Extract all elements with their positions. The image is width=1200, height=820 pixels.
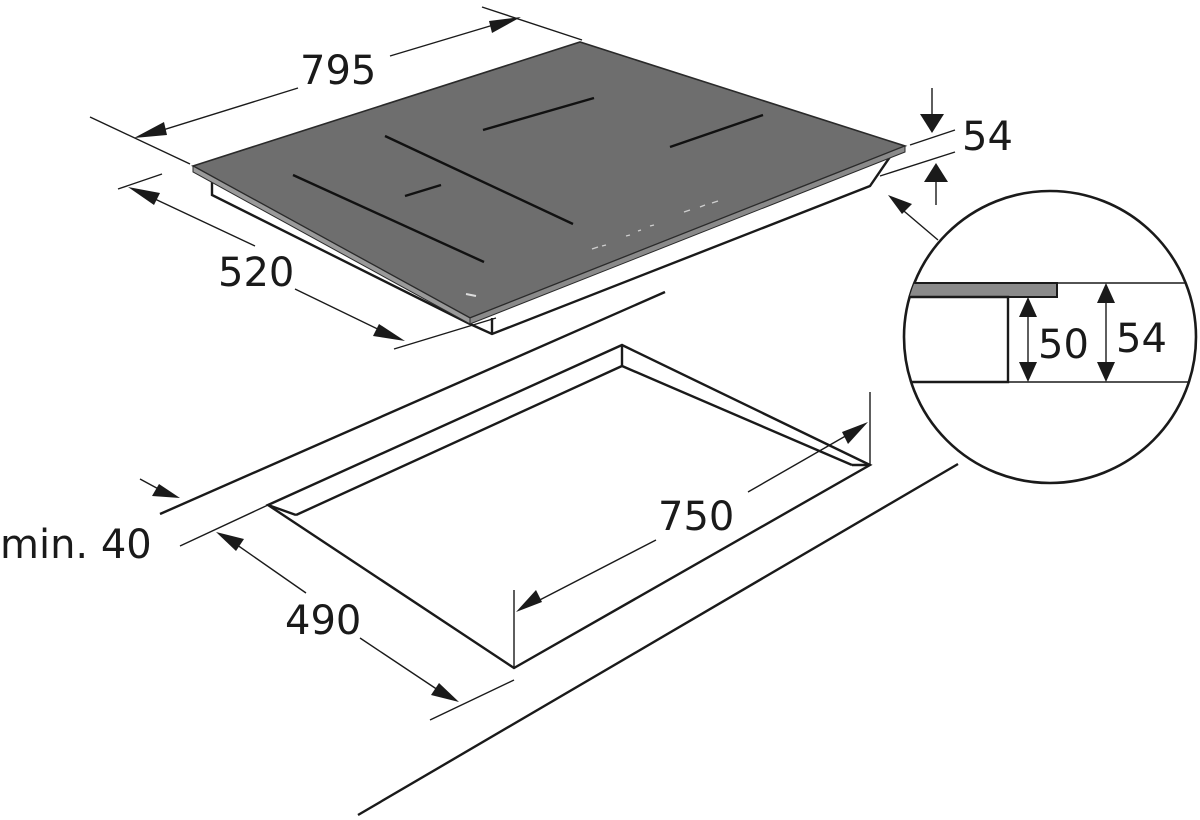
dimension-height-cooktop (879, 88, 956, 205)
cooking-zone-marks (292, 96, 764, 264)
detail-pointer (888, 195, 939, 241)
dimension-min-edge (139, 478, 180, 498)
dimension-depth-cutout (179, 504, 515, 721)
brand-logo-mark (465, 293, 477, 297)
countertop (159, 290, 959, 817)
detail-circle (902, 189, 1198, 485)
dimension-width-cutout (513, 392, 871, 668)
dimension-depth-cooktop (117, 173, 497, 350)
touch-controls (591, 200, 719, 250)
label-cooktop-width: 795 (300, 48, 376, 94)
label-cooktop-height: 54 (962, 114, 1013, 160)
label-detail-inner-height: 50 (1038, 322, 1089, 368)
label-cutout-depth: 490 (285, 598, 361, 644)
label-detail-total-height: 54 (1116, 316, 1167, 362)
label-cooktop-depth: 520 (218, 250, 294, 296)
zone-mark (482, 96, 595, 132)
cooktop (190, 41, 908, 336)
cooktop-glass-edge-front (469, 145, 906, 325)
detail-glass-plate (904, 282, 1058, 298)
zone-mark (669, 113, 764, 149)
label-cutout-width: 750 (658, 494, 734, 540)
zone-mark (292, 173, 485, 264)
zone-mark (404, 183, 442, 198)
label-min-edge-distance: min. 40 (0, 522, 152, 568)
zone-mark (384, 134, 574, 226)
dimension-width-cooktop (89, 6, 583, 165)
